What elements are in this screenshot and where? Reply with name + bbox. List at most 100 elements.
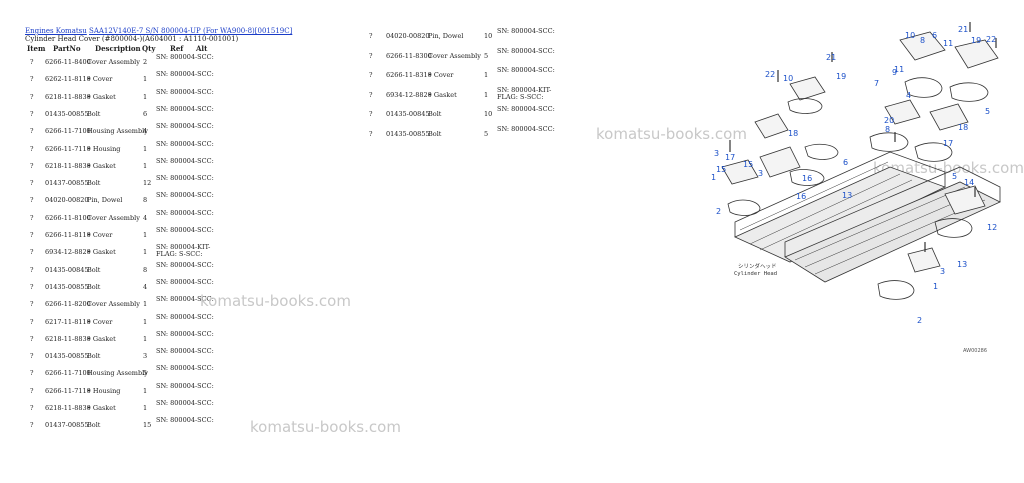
row-item: ? <box>30 196 34 205</box>
row-qty: 5 <box>484 129 489 138</box>
cover-part <box>721 159 759 185</box>
row-item: ? <box>30 92 34 101</box>
row-partno: 6266-11-7100 <box>45 127 91 136</box>
diagram-code: AW00286 <box>963 348 987 354</box>
row-qty: 8 <box>143 196 148 205</box>
breadcrumb: Engines Komatsu SAA12V140E-7 S/N 800004-… <box>25 27 292 35</box>
row-description: • Cover <box>87 75 113 84</box>
gasket-part <box>787 98 823 114</box>
header-ref: Ref <box>170 44 184 53</box>
callout-number: 11 <box>894 65 904 74</box>
cover-part <box>789 76 826 101</box>
row-partno: 6218-11-8830 <box>45 161 91 170</box>
row-item: ? <box>30 109 34 118</box>
row-partno: 6266-11-7100 <box>45 369 91 378</box>
breadcrumb-link-model[interactable]: SAA12V140E-7 S/N 800004-UP (For WA900-8)… <box>89 27 293 35</box>
row-partno: 01435-00855 <box>45 109 89 118</box>
row-ref: SN: 800004-SCC: <box>156 226 214 234</box>
cover-part <box>899 31 946 61</box>
row-item: ? <box>30 127 34 136</box>
callout-number: 15 <box>716 165 726 174</box>
row-item: ? <box>369 51 373 60</box>
row-description: Cover Assembly <box>87 213 140 222</box>
callout-number: 13 <box>842 191 852 200</box>
callout-number: 2 <box>716 207 721 216</box>
row-item: ? <box>30 265 34 274</box>
row-item: ? <box>30 352 34 361</box>
callout-number: 21 <box>958 25 968 34</box>
watermark: komatsu-books.com <box>250 418 401 436</box>
row-item: ? <box>30 179 34 188</box>
row-description: Bolt <box>87 282 101 291</box>
row-item: ? <box>30 317 34 326</box>
callout-number: 22 <box>765 70 775 79</box>
row-description: Bolt <box>87 352 101 361</box>
callout-number: 21 <box>826 53 836 62</box>
callout-number: 18 <box>788 129 798 138</box>
row-item: ? <box>30 161 34 170</box>
row-description: • Cover <box>87 231 113 239</box>
cover-part <box>907 247 941 273</box>
row-partno: 01435-00855 <box>45 352 89 361</box>
callout-number: 17 <box>725 153 735 162</box>
callout-number: 13 <box>957 260 967 269</box>
callout-number: 16 <box>802 174 812 183</box>
row-item: ? <box>30 282 34 291</box>
row-ref: SN: 800004-SCC: <box>156 381 214 390</box>
row-partno: 6266-11-8110 <box>45 231 91 239</box>
row-description: Housing Assembly <box>87 369 148 378</box>
callout-number: 10 <box>783 74 793 83</box>
row-partno: 6266-11-8300 <box>386 51 432 60</box>
row-qty: 5 <box>143 369 148 378</box>
row-description: Pin, Dowel <box>87 196 123 205</box>
callout-number: 3 <box>758 169 763 178</box>
row-item: ? <box>369 32 373 40</box>
row-ref: SN: 800004-SCC: <box>156 260 214 269</box>
row-ref: SN: 800004-SCC: <box>497 124 555 133</box>
callout-number: 19 <box>836 72 846 81</box>
row-item: ? <box>30 144 34 153</box>
row-qty: 1 <box>143 317 148 326</box>
row-qty: 4 <box>143 127 148 136</box>
cover-part <box>884 99 921 125</box>
row-ref: SN: 800004-SCC: <box>156 104 214 113</box>
row-partno: 01435-00845 <box>45 265 89 274</box>
callout-number: 8 <box>885 125 890 134</box>
header-item: Item <box>27 44 46 53</box>
row-qty: 1 <box>484 71 489 79</box>
callout-number: 11 <box>943 39 953 48</box>
callout-number: 10 <box>905 31 915 40</box>
callout-number: 3 <box>714 149 719 158</box>
row-partno: 04020-00820 <box>45 196 89 205</box>
row-partno: 6266-11-8200 <box>45 300 91 309</box>
callout-number: 22 <box>986 35 996 44</box>
callout-number: 12 <box>987 223 997 232</box>
callout-number: 17 <box>943 139 953 148</box>
row-qty: 1 <box>143 75 148 84</box>
callout-number: 9 <box>892 68 897 77</box>
row-partno: 01435-00855 <box>45 282 89 291</box>
row-qty: 1 <box>143 404 148 412</box>
breadcrumb-link-engines[interactable]: Engines Komatsu <box>25 27 87 35</box>
row-description: • Cover <box>87 317 113 326</box>
row-item: ? <box>30 75 34 84</box>
row-ref: SN: 800004-SCC: <box>497 66 555 74</box>
row-item: ? <box>30 386 34 395</box>
gasket-part <box>877 280 915 300</box>
row-description: Cover Assembly <box>87 58 140 66</box>
row-qty: 1 <box>143 144 148 153</box>
row-item: ? <box>369 71 373 79</box>
gasket-part <box>727 199 761 216</box>
row-ref: SN: 800004-SCC: <box>156 139 214 148</box>
row-item: ? <box>30 421 34 430</box>
row-item: ? <box>30 58 34 66</box>
row-qty: 1 <box>484 90 489 99</box>
